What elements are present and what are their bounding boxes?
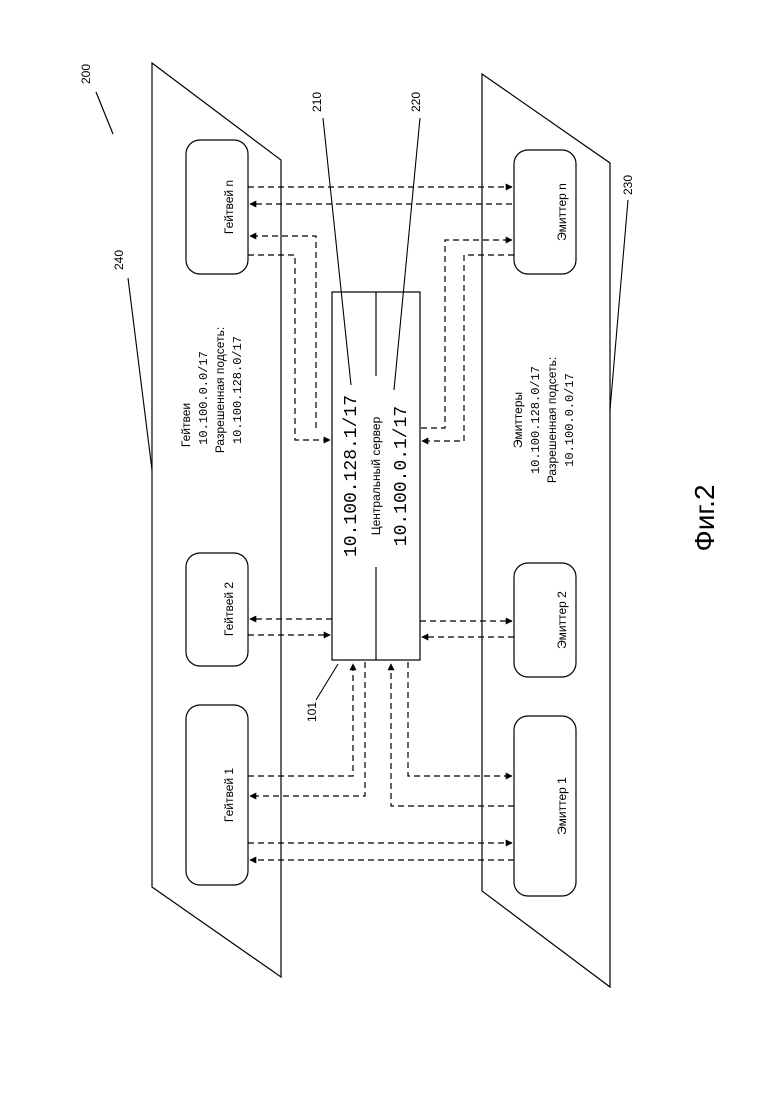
server-ref: 101	[305, 702, 319, 722]
gateway-2: Гейтвей 2	[186, 553, 248, 666]
emitter-plane-allowed-subnet: 10.100.0.0/17	[563, 373, 577, 467]
gateway-plane-info: Гейтвеи 10.100.0.0/17 Разрешенная подсет…	[179, 327, 245, 453]
gateway-plane-subnet: 10.100.0.0/17	[197, 351, 211, 445]
link-em1-to-server	[391, 664, 514, 806]
emitter-plane-allowed-label: Разрешенная подсеть:	[545, 357, 559, 483]
emitter-n-label: Эмиттер n	[555, 183, 569, 241]
emitter-2-label: Эмиттер 2	[555, 591, 569, 649]
link-emn-to-server	[422, 255, 514, 441]
emitter-plane-ref: 230	[621, 175, 635, 195]
figure-ref-label: 200	[79, 64, 93, 84]
gateway-n: Гейтвей n	[186, 140, 248, 274]
link-server-to-gw1	[250, 662, 365, 796]
gateway-plane-allowed-label: Разрешенная подсеть:	[213, 327, 227, 453]
gateway-2-label: Гейтвей 2	[222, 582, 236, 637]
emitter-plane-title: Эмиттеры	[511, 392, 525, 448]
link-server-to-gwn	[250, 236, 316, 428]
emitter-2: Эмиттер 2	[514, 563, 576, 677]
server-leader	[316, 664, 338, 700]
link-gw1-to-server	[248, 664, 353, 776]
gateway-1: Гейтвей 1	[186, 705, 248, 885]
interface-upper-ref: 210	[310, 92, 324, 112]
link-server-to-em1	[408, 662, 512, 776]
emitter-plane-subnet: 10.100.128.0/17	[529, 366, 543, 474]
server-ip-upper: 10.100.128.1/17	[342, 395, 362, 557]
emitter-plane-info: Эмиттеры 10.100.128.0/17 Разрешенная под…	[511, 357, 577, 483]
figure-ref: 200	[79, 64, 113, 134]
gateway-plane-title: Гейтвеи	[179, 403, 193, 447]
emitter-1: Эмиттер 1	[514, 716, 576, 896]
figure-ref-leader	[96, 92, 113, 134]
link-server-to-emn	[421, 240, 512, 428]
gateway-plane-allowed-subnet: 10.100.128.0/17	[231, 336, 245, 444]
link-gwn-to-server	[248, 255, 330, 440]
server-title: Центральный сервер	[369, 416, 383, 535]
emitter-1-label: Эмиттер 1	[555, 777, 569, 835]
gateway-plane-leader	[128, 278, 152, 470]
gateway-n-label: Гейтвей n	[222, 180, 236, 234]
gateway-plane-ref: 240	[112, 250, 126, 270]
emitter-n: Эмиттер n	[514, 150, 576, 274]
gateway-1-label: Гейтвей 1	[222, 768, 236, 823]
central-server: 10.100.128.1/17 Центральный сервер 10.10…	[332, 292, 420, 660]
interface-lower-ref: 220	[409, 92, 423, 112]
emitter-plane-leader	[610, 200, 628, 410]
server-ip-lower: 10.100.0.1/17	[392, 406, 412, 546]
figure-caption: Фиг.2	[689, 484, 720, 551]
